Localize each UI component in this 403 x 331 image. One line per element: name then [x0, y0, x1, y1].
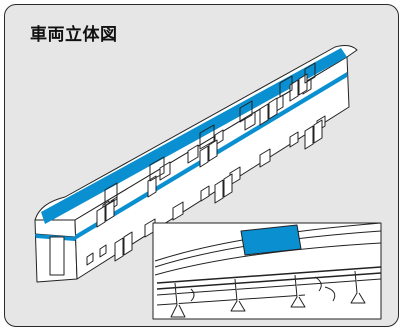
diagram-card: 車両立体図	[4, 4, 399, 327]
interior-detail-inset	[152, 222, 382, 320]
ceiling-ad-panel	[240, 224, 302, 256]
lower-doors	[114, 119, 323, 262]
front-door	[49, 236, 65, 276]
upper-doors	[96, 73, 308, 228]
roof-stripe	[41, 48, 347, 224]
hanging-straps	[170, 270, 366, 318]
train-illustration	[34, 45, 382, 320]
interior-partitions	[104, 62, 316, 207]
diagram-title: 車両立体図	[30, 25, 118, 45]
